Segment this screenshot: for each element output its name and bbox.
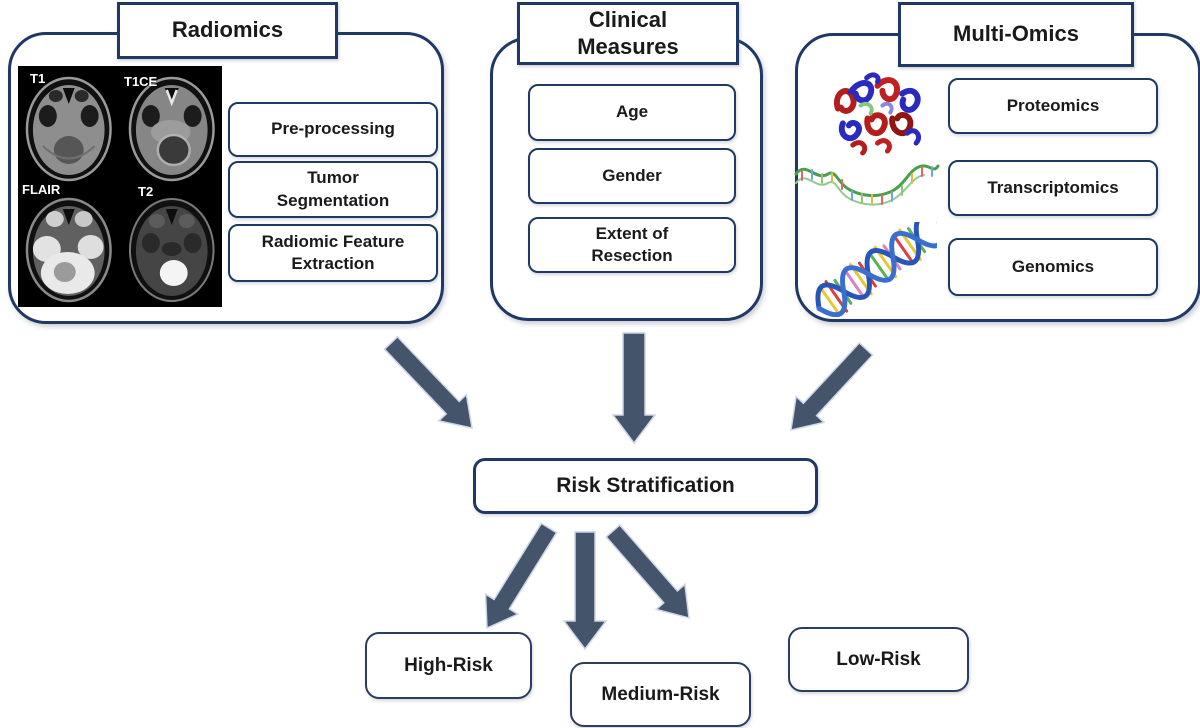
gender-label: Gender [602,165,662,185]
mri-image-grid: T1 T1CE FLAIR T2 [18,66,222,307]
dna-helix-icon [812,213,946,318]
multiomics-title: Multi-Omics [953,21,1079,47]
age-label: Age [615,102,649,122]
risk-stratification-box: Risk Stratification [473,458,818,514]
rna-strand-icon [792,156,942,218]
mri-label-t2: T2 [138,184,154,199]
risk-stratification-label: Risk Stratification [556,474,735,497]
multiomics-item-proteomics: Proteomics [948,78,1158,134]
radiomics-title: Radiomics [171,17,284,43]
arrow-risk-to-high [484,522,558,630]
outcome-low-risk-box: Low-Risk [788,627,969,692]
genomics-label: Genomics [1011,256,1095,276]
protein-structure-icon [820,64,935,158]
arrow-clinical-to-risk [611,332,657,445]
mri-t1-icon [18,66,120,186]
preprocessing-label: Pre-processing [271,119,395,139]
mri-t1ce-icon [120,66,222,186]
extent-of-resection-label: Extent of Resection [591,223,673,265]
transcriptomics-label: Transcriptomics [987,177,1119,197]
mri-label-flair: FLAIR [22,182,61,197]
arrow-risk-to-low [605,524,690,620]
arrow-risk-to-medium [562,531,608,651]
clinical-item-extent-of-resection: Extent of Resection [528,217,736,273]
radiomics-step-tumor-segmentation: Tumor Segmentation [228,161,438,218]
multiomics-item-genomics: Genomics [948,238,1158,296]
radiomics-step-feature-extraction: Radiomic Feature Extraction [228,224,438,282]
clinical-title: Clinical Measures [577,7,679,59]
outcome-medium-risk-box: Medium-Risk [570,662,751,727]
arrow-multiomics-to-risk [790,341,874,431]
tumor-segmentation-label: Tumor Segmentation [276,168,390,210]
multiomics-item-transcriptomics: Transcriptomics [948,160,1158,216]
proteomics-label: Proteomics [1006,95,1100,115]
clinical-title-box: Clinical Measures [517,2,739,65]
mri-t2-icon [120,187,222,307]
high-risk-label: High-Risk [404,654,493,676]
feature-extraction-label: Radiomic Feature Extraction [261,231,405,273]
radiomics-step-preprocessing: Pre-processing [228,102,438,157]
mri-label-t1: T1 [30,71,46,86]
mri-label-t1ce: T1CE [124,74,158,89]
clinical-item-gender: Gender [528,148,736,204]
low-risk-label: Low-Risk [836,648,921,670]
outcome-high-risk-box: High-Risk [365,632,532,699]
clinical-item-age: Age [528,84,736,141]
arrow-radiomics-to-risk [383,335,473,429]
multiomics-title-box: Multi-Omics [898,2,1134,67]
mri-flair-icon [18,187,120,307]
mri-flair-image [18,187,120,307]
mri-t1-image [18,66,120,186]
mri-t1ce-image [120,66,222,186]
radiomics-title-box: Radiomics [117,2,338,59]
mri-t2-image [120,187,222,307]
medium-risk-label: Medium-Risk [601,683,720,705]
